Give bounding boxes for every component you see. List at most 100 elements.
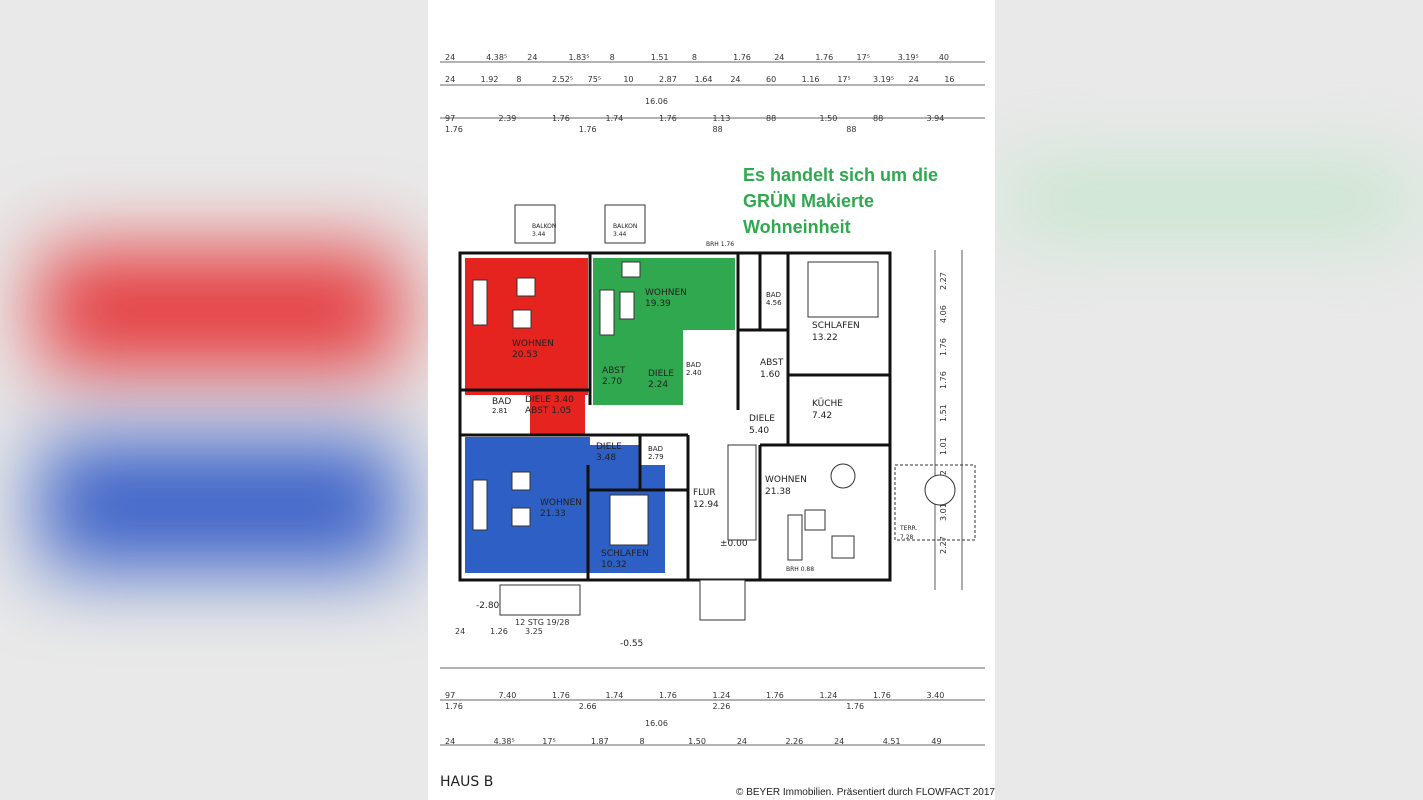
annotation-line: Es handelt sich um die [743,165,939,185]
dimension-label: 2.26 [785,737,803,746]
room-area: 2.40 [686,369,702,377]
room-name: BAD [492,397,511,407]
room-name: WOHNEN [540,498,582,508]
dimension-label: 1.76 [659,114,677,123]
dimension-label: 17⁵ [542,737,555,746]
dimension-label: 2.52⁵ [552,75,573,84]
blurred-red-area [40,250,400,370]
walls [458,251,892,582]
dimension-label: 24 [909,75,919,84]
dimension-label: 4.06 [939,305,948,323]
room-name: SCHLAFEN [812,321,860,331]
room-area: ABST 1.05 [525,406,571,416]
dimension-label: 17⁵ [837,75,850,84]
room-name: BAD [766,291,781,299]
room-area: 10.32 [601,560,627,570]
dimension-label: 49 [931,737,941,746]
room-area: 13.22 [812,333,838,343]
dimension-label: 1.76 [579,125,597,134]
dimension-label: 8 [516,75,521,84]
room-area: 5.40 [749,426,769,436]
room-name: BAD [648,445,663,453]
room-area: 2.81 [492,407,508,415]
stairs-label: 12 STG 19/28 [515,618,569,627]
dimension-label: 24 [455,627,465,636]
room-name: KÜCHE [812,398,843,409]
dimension-label: 1.76 [659,691,677,700]
dimension-label: 16 [944,75,954,84]
dimension-label: 1.76 [733,53,751,62]
dimension-total: 16.06 [645,97,668,106]
dimension-label: 1.76 [552,691,570,700]
annotation-line: Wohneinheit [743,217,851,237]
level-label: -2.80 [476,601,500,611]
dimension-label: 3.19⁵ [898,53,919,62]
dimension-label: 60 [766,75,776,84]
dimension-label: 1.76 [445,125,463,134]
room-area: 20.53 [512,350,538,360]
dimension-label: 2.27 [939,272,948,290]
room-area: 2.70 [602,377,622,387]
dimension-label: 3.19⁵ [873,75,894,84]
copyright-notice: © BEYER Immobilien. Präsentiert durch FL… [736,787,995,798]
room-name: WOHNEN [765,475,807,485]
level-label: ±0.00 [720,539,748,549]
building-label: HAUS B [440,774,493,790]
dimension-label: 1.26 [490,627,508,636]
dimension-lines [440,61,985,746]
room-name: WOHNEN [512,339,554,349]
room-name: BALKON [613,223,637,230]
dimension-label: 97 [445,691,455,700]
room-labels: WOHNEN 20.53 DIELE 3.40 ABST 1.05 BAD 2.… [440,97,918,790]
dimension-label: 24 [445,75,455,84]
dimension-label: 24 [774,53,784,62]
dimension-label: 4.51 [883,737,901,746]
dimension-label: 8 [610,53,615,62]
room-name: ABST [760,358,784,368]
dimension-label: 24 [737,737,747,746]
dimension-label: 1.01 [939,437,948,455]
dimension-label: 24 [445,53,455,62]
dimension-label: 3.25 [525,627,543,636]
room-area: 12.94 [693,500,719,510]
room-name: BALKON [532,223,556,230]
dimension-label: 1.51 [651,53,669,62]
room-area: 1.60 [760,370,780,380]
room-name: BAD [686,361,701,369]
dimension-label: 88 [766,114,776,123]
room-area: 7.42 [812,411,832,421]
blurred-blue-area [40,440,400,570]
dimension-total: 16.06 [645,719,668,728]
dimension-label: 1.76 [846,702,864,711]
room-name: DIELE 3.40 [525,395,574,405]
dimension-label: 3.01 [939,503,948,521]
dimension-label: 1.24 [820,691,838,700]
dimension-label: 1.87 [591,737,609,746]
dimension-label: 4.38⁵ [494,737,515,746]
dimension-label: 1.50 [820,114,838,123]
room-name: ABST [602,366,626,376]
room-name: TERR. [899,525,918,532]
brh-label: BRH 0.88 [786,566,814,573]
dimension-label: 2.39 [499,114,517,123]
dimension-label: 88 [873,114,883,123]
room-area: 21.33 [540,509,566,519]
dimension-label: 1.92 [481,75,499,84]
dimension-label: 1.24 [713,691,731,700]
room-name: DIELE [596,442,622,452]
dimension-label: 3.94 [927,114,945,123]
dimension-label: 1.76 [445,702,463,711]
dimension-label: 17⁵ [857,53,870,62]
dimension-label: 8 [692,53,697,62]
dimension-label: 1.76 [939,371,948,389]
dimension-label: 1.51 [939,404,948,422]
room-area: 3.44 [532,231,546,238]
room-area: 4.56 [766,299,782,307]
dimension-label: 1.74 [606,691,624,700]
room-name: SCHLAFEN [601,549,649,559]
brh-label: BRH 1.76 [706,241,734,248]
dimension-label: 10 [623,75,633,84]
room-name: WOHNEN [645,288,687,298]
dimension-label: 4.38⁵ [486,53,507,62]
